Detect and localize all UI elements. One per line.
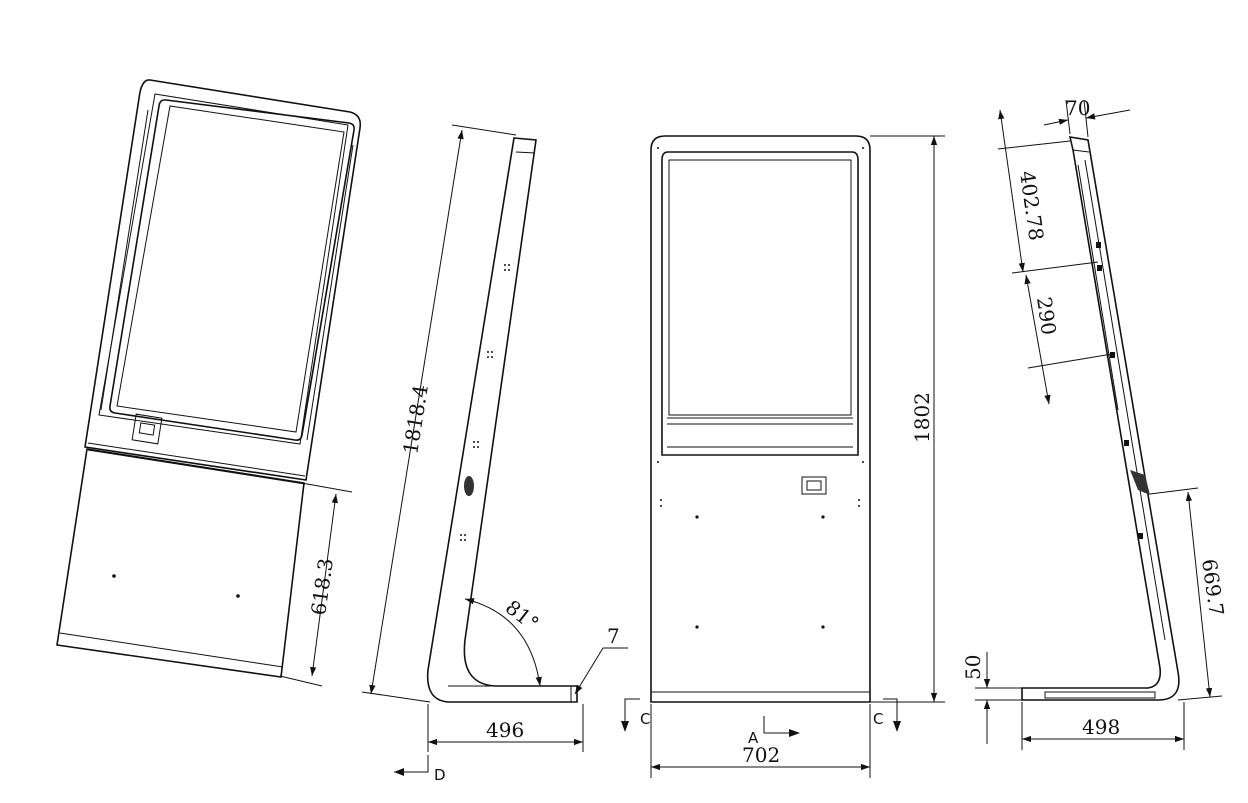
section-label-c-right: C [873, 710, 883, 728]
screen-inner-edge [116, 105, 345, 433]
extension-line [1149, 487, 1199, 495]
section-label-a: A [748, 729, 759, 747]
extension-line [451, 124, 517, 136]
section-arrow-c-left [624, 698, 640, 722]
front-outline [650, 135, 871, 703]
right-rail [306, 144, 354, 441]
angle-label: 81° [501, 595, 544, 636]
dimension-line-290 [1024, 274, 1051, 405]
detail-profile-outline [1021, 136, 1180, 701]
screen-area [109, 99, 355, 441]
panel-divider-2 [87, 449, 306, 485]
leader-line-7 [574, 647, 604, 695]
side-view: 1818.4 81° 7 496 D [361, 124, 628, 784]
dimension-line-70a [1043, 118, 1069, 126]
camera-module [131, 413, 163, 445]
screen-bezel [98, 93, 349, 445]
dim-label-402: 402.78 [1015, 169, 1049, 242]
dim-label-7: 7 [607, 624, 620, 648]
dimension-line-402 [998, 109, 1025, 273]
side-profile-outline [426, 137, 578, 703]
extension-line [279, 675, 323, 687]
panel-divider [87, 442, 306, 477]
upper-panel-outline [84, 79, 362, 481]
dimension-line-618 [310, 493, 338, 677]
top-cap-line [515, 151, 536, 154]
detail-base-plate [1044, 691, 1156, 699]
dimension-line-1818 [369, 129, 464, 695]
section-arrowhead-c-left [621, 721, 629, 732]
section-arrow-d [394, 755, 429, 773]
dimension-line-669 [1185, 491, 1213, 698]
detail-speaker [1130, 470, 1150, 495]
left-rail [100, 109, 149, 411]
section-arrowhead-d [394, 768, 404, 776]
dim-label-70: 70 [1065, 96, 1090, 120]
bottom-trim [59, 632, 284, 668]
extension-line [1177, 695, 1223, 701]
front-view: 1802 702 C C A [621, 135, 945, 778]
dimension-line-70b [1085, 109, 1131, 120]
section-arrow-a [763, 716, 790, 734]
detail-top-line [1072, 149, 1090, 153]
dim-label-498: 498 [1082, 715, 1120, 739]
detail-brackets [1096, 242, 1143, 539]
mount-hole [112, 574, 116, 578]
dim-label-618: 618.3 [306, 557, 338, 617]
dim-label-702: 702 [742, 743, 780, 767]
dim-label-1818: 1818.4 [398, 383, 433, 456]
foot-pad [570, 685, 578, 703]
front-mount-holes [657, 147, 864, 629]
dim-label-290: 290 [1032, 295, 1061, 336]
dim-label-669: 669.7 [1197, 557, 1229, 617]
detail-inner-line-2 [1077, 164, 1119, 411]
front-camera-module [801, 476, 827, 495]
speaker-grille [464, 476, 474, 496]
perspective-view: 618.3 [56, 79, 362, 687]
lower-panel-outline [56, 448, 305, 678]
section-arrowhead-a [789, 729, 800, 737]
front-camera-lens [806, 480, 822, 491]
mount-hole [236, 594, 240, 598]
extension-line [295, 481, 353, 493]
extension-line [361, 691, 431, 703]
extension-line [1065, 99, 1071, 135]
dim-label-1802: 1802 [910, 392, 934, 443]
camera-lens [138, 422, 156, 436]
dim-label-50: 50 [961, 655, 985, 680]
section-label-c-left: C [640, 710, 650, 728]
detail-inner-line [1084, 159, 1166, 641]
section-label-d: D [434, 766, 446, 784]
section-arrow-c-right [883, 698, 898, 722]
section-arrowhead-c-right [893, 721, 901, 732]
dim-label-496: 496 [486, 718, 524, 742]
extension-line [997, 140, 1071, 150]
side-detail-view: 70 402.78 290 669.7 50 498 [961, 96, 1229, 750]
extension-line [1011, 261, 1099, 274]
angle-arc [464, 598, 542, 687]
front-screen-inner [668, 159, 852, 416]
front-screen [661, 151, 859, 456]
